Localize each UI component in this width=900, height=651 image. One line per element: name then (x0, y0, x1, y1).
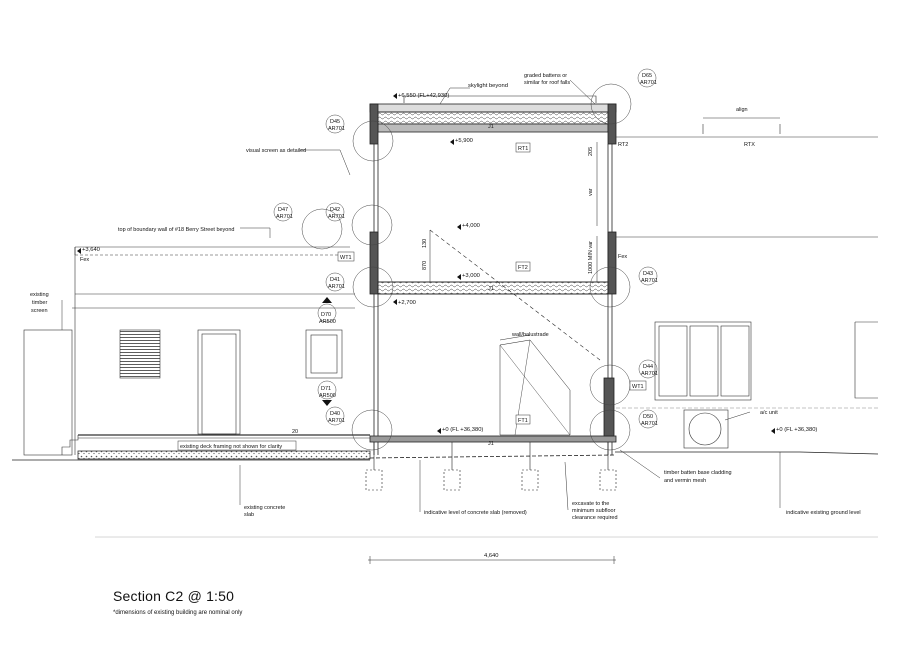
tag-wt1-left: WT1 (340, 255, 352, 261)
label-indicative-slab: indicative level of concrete slab (remov… (424, 510, 527, 516)
detail-d40-sheet: AR701 (328, 418, 345, 424)
detail-d43-code: D43 (643, 271, 653, 277)
detail-callouts: D65 AR701 D45 AR701 D47 AR701 D42 AR701 … (276, 73, 658, 427)
label-excavate-2: minimum subfloor (572, 508, 616, 514)
label-slab-2: slab (244, 512, 254, 518)
dim-width: 4,640 (484, 553, 499, 559)
dimensions (74, 142, 616, 564)
label-timber-batten-1: timber batten base cladding (664, 470, 732, 476)
detail-d71-sheet: AR500 (319, 393, 336, 399)
detail-d50-sheet: AR701 (641, 421, 658, 427)
detail-d40-code: D40 (330, 411, 340, 417)
label-battens-2: similar for roof falls (524, 80, 570, 86)
dim-870: 870 (422, 261, 428, 270)
drawing-note: *dimensions of existing building are nom… (113, 610, 243, 616)
detail-d44-code: D44 (643, 364, 653, 370)
detail-d41-code: D41 (330, 277, 340, 283)
tag-j1-upper: J1 (488, 286, 494, 292)
label-fex-left: Fex (80, 257, 89, 263)
level-ground-floor: +0 (FL +36,380) (442, 427, 483, 433)
detail-d71-code: D71 (321, 386, 331, 392)
label-rtx: RTX (744, 142, 755, 148)
dim-var: var (588, 188, 594, 196)
tag-j1-lower: J1 (488, 441, 494, 447)
tag-boxes (177, 142, 647, 451)
label-align: align (736, 107, 748, 113)
tag-ft1: FT1 (518, 418, 528, 424)
detail-d47-code: D47 (278, 207, 288, 213)
detail-d43-sheet: AR701 (641, 278, 658, 284)
label-visual-screen: visual screen as detailed (246, 148, 306, 154)
level-roof: +6,550 (FL+42,930) (398, 93, 449, 99)
label-excavate-1: excavate to the (572, 501, 609, 507)
existing-building (23, 247, 371, 460)
leader-lines (61, 79, 781, 512)
detail-d45-sheet: AR701 (328, 126, 345, 132)
detail-d50-code: D50 (643, 414, 653, 420)
label-ac-unit: a/c unit (760, 410, 778, 416)
drawing-title: Section C2 @ 1:50 (113, 588, 235, 604)
detail-d44-sheet: AR701 (641, 371, 658, 377)
label-rt2: RT2 (618, 142, 628, 148)
detail-d65-sheet: AR701 (640, 80, 657, 86)
detail-circles (273, 68, 658, 451)
label-battens-1: graded battens or (524, 73, 567, 79)
tag-ft2: FT2 (518, 265, 528, 271)
detail-d42-code: D42 (330, 207, 340, 213)
neighbour-building (616, 117, 878, 449)
label-wall-balustrade: wall/balustrade (511, 332, 549, 338)
dim-130: 130 (422, 239, 428, 248)
dim-205: 205 (588, 147, 594, 156)
detail-d65-code: D65 (642, 73, 652, 79)
tag-rt1: RT1 (518, 146, 528, 152)
level-first-floor-under: +2,700 (398, 300, 416, 306)
label-timber-1: existing (30, 292, 49, 298)
new-building (365, 95, 617, 491)
label-indicative-ground: indicative existing ground level (786, 510, 861, 516)
detail-d41-sheet: AR701 (328, 284, 345, 290)
detail-d42-sheet: AR701 (328, 214, 345, 220)
label-timber-batten-2: and vermin mesh (664, 478, 706, 484)
detail-d70-sheet: AR500 (319, 319, 336, 325)
level-upper-parapet: +4,000 (462, 223, 480, 229)
label-fex-right: Fex (618, 254, 627, 260)
label-timber-2: timber (32, 300, 47, 306)
label-deck-note: existing deck framing not shown for clar… (180, 444, 282, 450)
ground-lines (12, 451, 879, 538)
label-skylight: skylight beyond (468, 83, 508, 89)
detail-d45-code: D45 (330, 119, 340, 125)
detail-d47-sheet: AR701 (276, 214, 293, 220)
label-twenty: 20 (292, 429, 298, 435)
level-existing-ground: +0 (FL +36,380) (776, 427, 817, 433)
label-excavate-3: clearance required (572, 515, 618, 521)
level-markers (77, 93, 775, 434)
level-first-floor: +3,000 (462, 273, 480, 279)
tag-j1-roof: J1 (488, 124, 494, 130)
level-ceiling: +5,900 (455, 138, 473, 144)
level-existing-wall: +3,640 (82, 247, 100, 253)
tag-wt1-right: WT1 (632, 384, 644, 390)
detail-d70-code: D70 (321, 312, 331, 318)
label-timber-3: screen (31, 308, 48, 314)
drawing-labels: +6,550 (FL+42,930) skylight beyond grade… (30, 73, 861, 559)
label-slab-1: existing concrete (244, 505, 285, 511)
label-boundary-wall: top of boundary wall of #18 Berry Street… (118, 227, 235, 233)
dim-1000: 1000 MIN var (588, 241, 594, 274)
